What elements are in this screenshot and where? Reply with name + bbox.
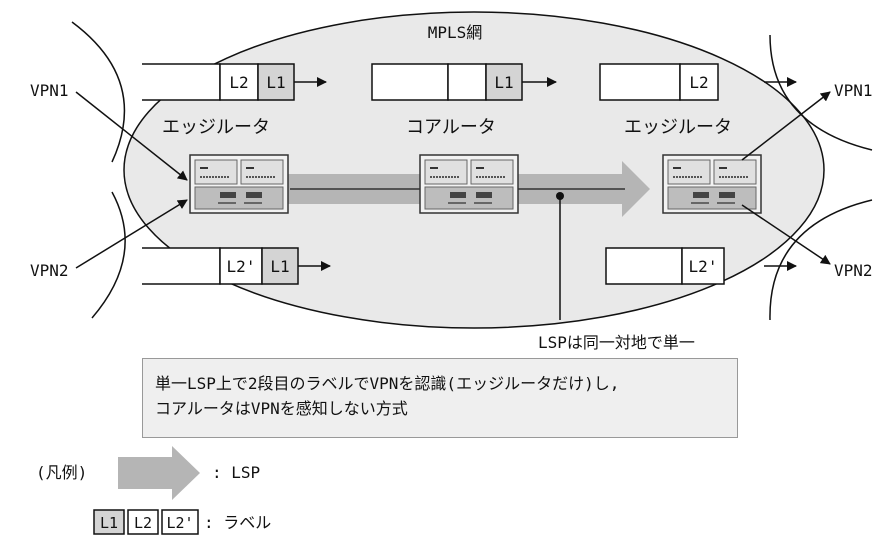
legend-label-l2: L2 xyxy=(134,514,152,532)
vpn1-left-label: VPN1 xyxy=(30,81,69,100)
description-line-1: 単一LSP上で2段目のラベルでVPNを認識(エッジルータだけ)し, xyxy=(155,374,620,393)
vpn2-right-site-arc xyxy=(769,199,873,321)
packet-top-right: L2 xyxy=(599,63,797,101)
label-top-left-l2: L2 xyxy=(229,73,248,92)
legend-label-box-l1 xyxy=(93,509,125,535)
legend-title: (凡例) xyxy=(36,463,87,482)
label-bottom-left-l1: L1 xyxy=(270,257,289,276)
legend-lsp-text: : LSP xyxy=(212,463,260,482)
label-top-middle-l1: L1 xyxy=(494,73,513,92)
legend-label-l1: L1 xyxy=(100,514,118,532)
packet-top-left: L2 L1 xyxy=(142,63,327,101)
legend-lsp-arrow xyxy=(118,446,200,500)
description-line-2: コアルータはVPNを感知しない方式 xyxy=(155,399,408,418)
packet-top-middle: L1 xyxy=(371,63,557,101)
description-note: 単一LSP上で2段目のラベルでVPNを認識(エッジルータだけ)し, コアルータは… xyxy=(142,358,738,438)
vpn2-left-site-arc xyxy=(91,191,126,319)
packet-bottom-left: L2' L1 xyxy=(142,247,331,285)
legend-label-box-l2prime xyxy=(161,509,199,535)
edge-router-right-label: エッジルータ xyxy=(624,117,732,138)
vpn2-left-label: VPN2 xyxy=(30,261,69,280)
label-bottom-right-l2prime: L2' xyxy=(689,257,718,276)
vpn2-left-arrow xyxy=(75,199,188,269)
core-router-label: コアルータ xyxy=(406,117,496,138)
label-top-left-l1: L1 xyxy=(266,73,285,92)
legend-label-text: : ラベル xyxy=(204,513,271,532)
legend-label-box-l2 xyxy=(127,509,159,535)
lsp-callout-text: LSPは同一対地で単一 xyxy=(538,333,695,352)
edge-router-right xyxy=(662,154,762,214)
legend-label-l2prime: L2' xyxy=(166,514,193,532)
core-router xyxy=(419,154,519,214)
vpn1-left-site-arc xyxy=(71,21,126,163)
vpn2-right-arrow xyxy=(741,204,831,265)
label-top-right-l2: L2 xyxy=(689,73,708,92)
vpn1-right-site-arc xyxy=(769,34,873,151)
packet-bottom-right: L2' xyxy=(605,247,797,285)
vpn1-right-arrow xyxy=(741,91,831,161)
label-bottom-left-l2prime: L2' xyxy=(227,257,256,276)
vpn2-right-label: VPN2 xyxy=(834,261,873,280)
vpn1-left-arrow xyxy=(75,91,188,181)
edge-router-left xyxy=(189,154,289,214)
mpls-network-label: MPLS網 xyxy=(428,23,483,42)
edge-router-left-label: エッジルータ xyxy=(162,117,270,138)
vpn1-right-label: VPN1 xyxy=(834,81,873,100)
